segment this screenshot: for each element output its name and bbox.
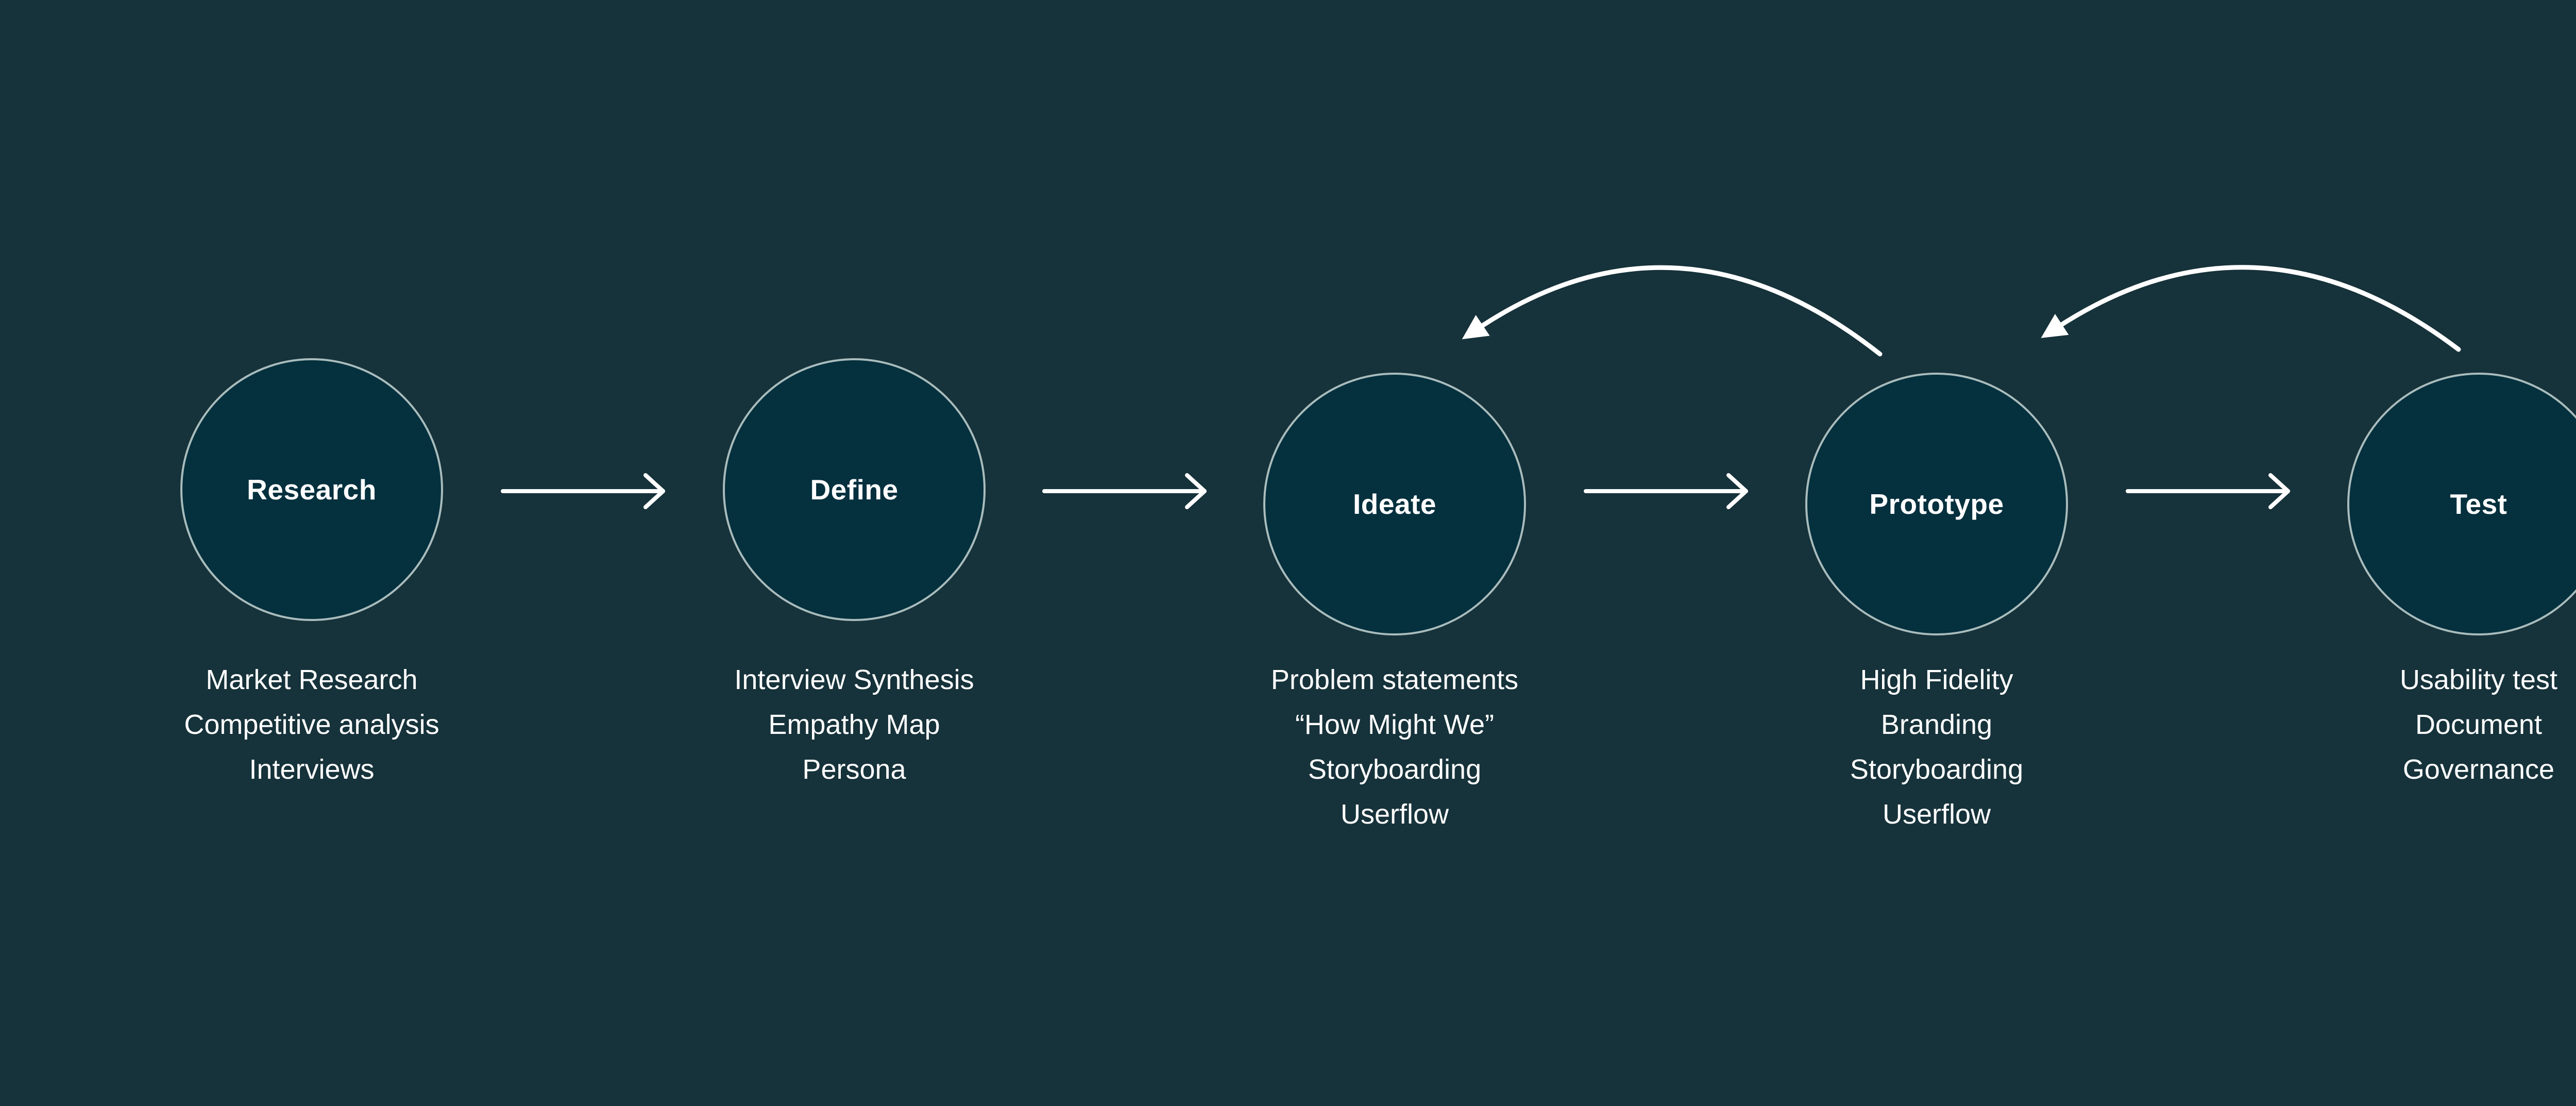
stage-circle-prototype: Prototype <box>1805 373 2068 635</box>
stage-items-ideate: Problem statements “How Might We” Storyb… <box>1132 658 1657 837</box>
stage-item: Userflow <box>1882 799 1991 830</box>
stage-item: Empathy Map <box>768 709 940 740</box>
stage-label: Prototype <box>1869 488 2004 520</box>
stage-items-research: Market Research Competitive analysis Int… <box>49 658 574 792</box>
stage-label: Research <box>247 474 377 506</box>
stage-label: Test <box>2450 488 2507 520</box>
stage-item: Interview Synthesis <box>734 664 974 695</box>
stage-circle-ideate: Ideate <box>1263 373 1526 635</box>
stage-item: Competitive analysis <box>184 709 439 740</box>
stage-circle-test: Test <box>2347 373 2576 635</box>
stage-define: Define Interview Synthesis Empathy Map P… <box>591 0 1117 1106</box>
stage-item: Persona <box>802 754 906 785</box>
stage-item: Branding <box>1880 709 1993 740</box>
stage-item: High Fidelity <box>1860 664 2013 695</box>
stage-prototype: Prototype High Fidelity Branding Storybo… <box>1674 0 2199 1106</box>
stage-ideate: Ideate Problem statements “How Might We”… <box>1132 0 1657 1106</box>
stage-item: Storyboarding <box>1308 754 1482 785</box>
stage-item: Userflow <box>1340 799 1449 830</box>
stage-items-define: Interview Synthesis Empathy Map Persona <box>591 658 1117 792</box>
stage-research: Research Market Research Competitive ana… <box>49 0 574 1106</box>
stage-items-test: Usability test Document Governance <box>2216 658 2576 792</box>
stage-label: Ideate <box>1353 488 1436 520</box>
stage-circle-research: Research <box>180 358 443 621</box>
stage-item: Document <box>2415 709 2543 740</box>
stage-item: Usability test <box>2399 664 2558 695</box>
stage-item: Storyboarding <box>1850 754 2024 785</box>
stage-test: Test Usability test Document Governance <box>2216 0 2576 1106</box>
stage-item: Governance <box>2402 754 2555 785</box>
stage-item: Market Research <box>206 664 418 695</box>
stage-item: Interviews <box>249 754 375 785</box>
stage-items-prototype: High Fidelity Branding Storyboarding Use… <box>1674 658 2199 837</box>
stage-label: Define <box>810 474 899 506</box>
stage-circle-define: Define <box>723 358 986 621</box>
stage-item: Problem statements <box>1270 664 1519 695</box>
stage-item: “How Might We” <box>1295 709 1495 740</box>
